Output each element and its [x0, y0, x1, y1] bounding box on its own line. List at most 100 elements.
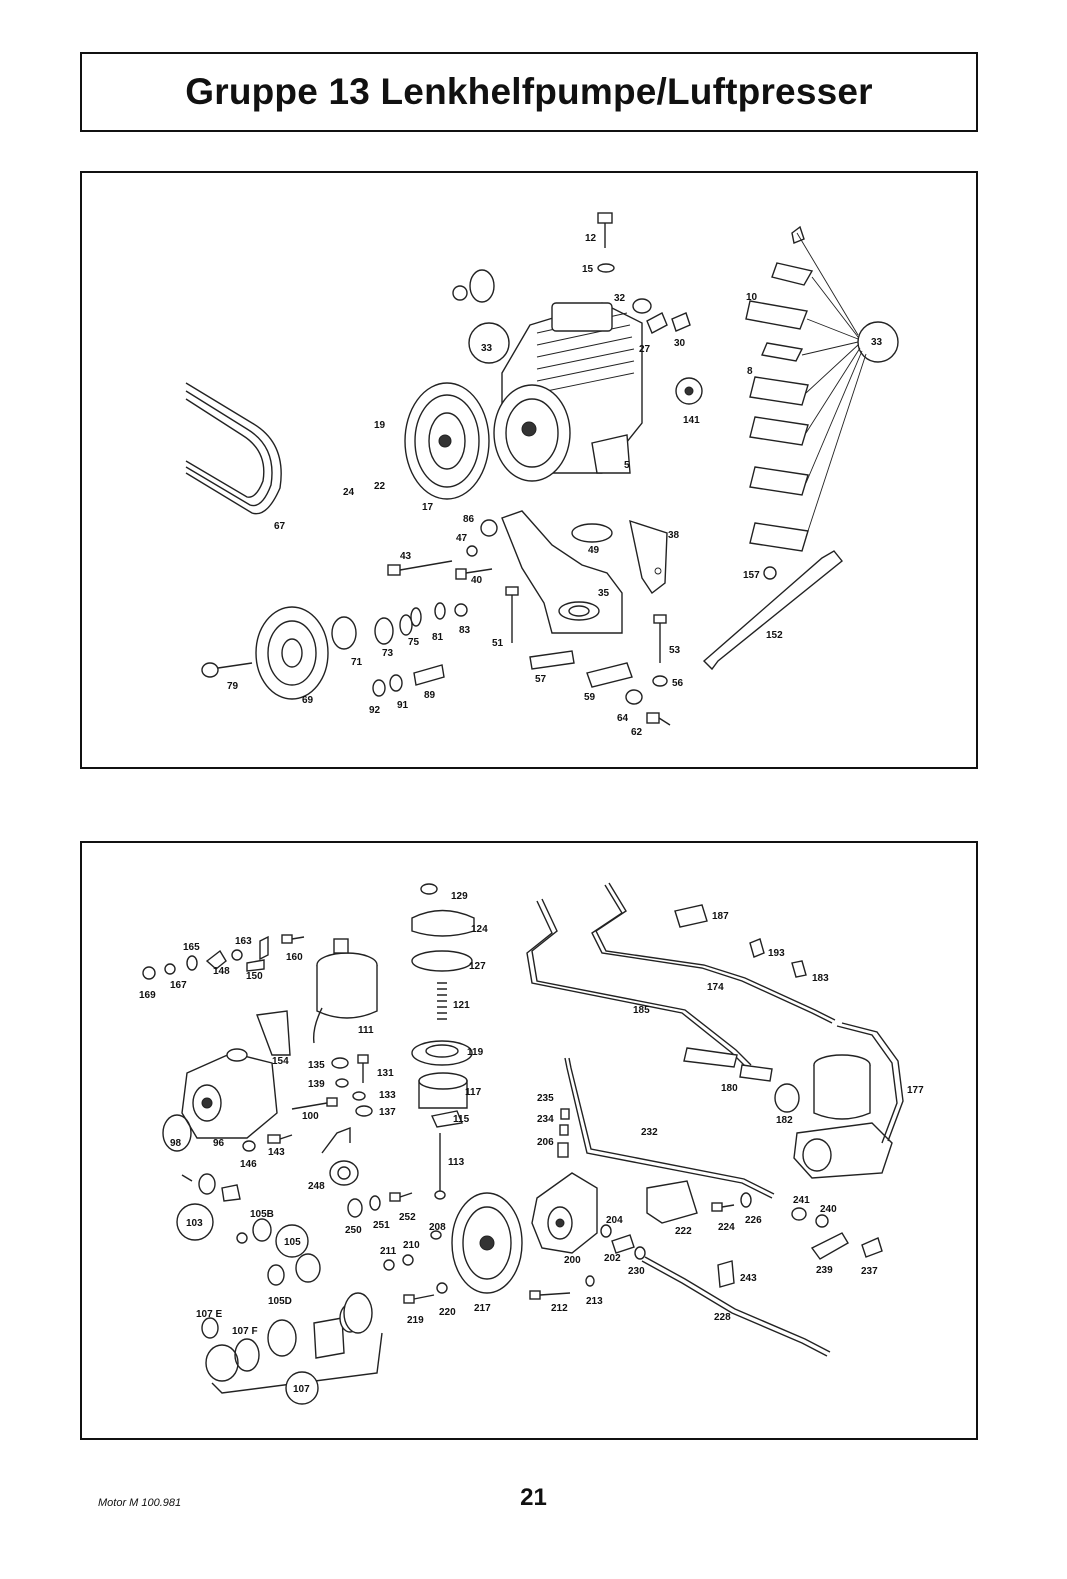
- nut-141-drawing: [675, 377, 703, 405]
- label-232: 232: [641, 1127, 658, 1138]
- label-24: 24: [343, 487, 355, 498]
- label-71: 71: [351, 657, 363, 668]
- label-33-left: 33: [481, 343, 493, 354]
- reservoir-cap-stack-drawing: [411, 883, 475, 1200]
- label-27: 27: [639, 344, 651, 355]
- label-208: 208: [429, 1222, 446, 1233]
- label-59: 59: [584, 692, 596, 703]
- label-167: 167: [170, 980, 187, 991]
- label-180: 180: [721, 1083, 738, 1094]
- label-133: 133: [379, 1090, 396, 1101]
- label-212: 212: [551, 1303, 568, 1314]
- washers-92-91-89-drawing: [372, 664, 445, 697]
- label-98: 98: [170, 1138, 182, 1149]
- label-81: 81: [432, 632, 444, 643]
- label-150: 150: [246, 971, 263, 982]
- label-40: 40: [471, 575, 483, 586]
- label-107F: 107 F: [232, 1326, 258, 1337]
- label-30: 30: [674, 338, 686, 349]
- label-103: 103: [186, 1218, 203, 1229]
- label-187: 187: [712, 911, 729, 922]
- label-64: 64: [617, 713, 629, 724]
- pulley-17-drawing: [404, 382, 490, 500]
- steering-pump-diagram-svg: 129 124 127 121 119 117 115 113 163 165 …: [139, 882, 924, 1405]
- sleeves-180-182-drawing: [683, 1047, 800, 1113]
- label-10: 10: [746, 292, 758, 303]
- label-169: 169: [139, 990, 156, 1001]
- label-67: 67: [274, 521, 286, 532]
- label-119: 119: [467, 1047, 484, 1058]
- label-137: 137: [379, 1107, 396, 1118]
- label-250: 250: [345, 1225, 362, 1236]
- label-226: 226: [745, 1215, 762, 1226]
- label-62: 62: [631, 727, 643, 738]
- label-251: 251: [373, 1220, 390, 1231]
- compressor-diagram-svg: 12 15 32 27 30 10 33 33 8 141 19 24 22 1…: [185, 212, 899, 738]
- label-15: 15: [582, 264, 594, 275]
- label-89: 89: [424, 690, 436, 701]
- footer-model: Motor M 100.981: [98, 1497, 182, 1509]
- label-234: 234: [537, 1114, 554, 1125]
- pump-96-drawing: [162, 1048, 278, 1152]
- rod-152-drawing: [702, 550, 843, 671]
- label-219: 219: [407, 1315, 424, 1326]
- label-12: 12: [585, 233, 597, 244]
- page-title-box: Gruppe 13 Lenkhelfpumpe/Luftpresser: [80, 52, 978, 132]
- label-146: 146: [240, 1159, 257, 1170]
- label-56: 56: [672, 678, 684, 689]
- label-174: 174: [707, 982, 724, 993]
- fittings-202-230-drawing: [600, 1224, 646, 1260]
- label-117: 117: [465, 1087, 482, 1098]
- label-96: 96: [213, 1138, 225, 1149]
- label-183: 183: [812, 973, 829, 984]
- label-182: 182: [776, 1115, 793, 1126]
- label-49: 49: [588, 545, 600, 556]
- label-165: 165: [183, 942, 200, 953]
- label-51: 51: [492, 638, 504, 649]
- label-224: 224: [718, 1222, 735, 1233]
- label-92: 92: [369, 705, 381, 716]
- label-131: 131: [377, 1068, 394, 1079]
- label-228: 228: [714, 1312, 731, 1323]
- bolts-135-143-drawing: [242, 1054, 373, 1152]
- label-220: 220: [439, 1307, 456, 1318]
- label-185: 185: [633, 1005, 650, 1016]
- hose-248-drawing: [321, 1126, 359, 1186]
- label-115: 115: [453, 1114, 470, 1125]
- label-105: 105: [284, 1237, 301, 1248]
- label-193: 193: [768, 948, 785, 959]
- parts-250-252-drawing: [347, 1192, 448, 1304]
- label-19: 19: [374, 420, 386, 431]
- label-217: 217: [474, 1303, 491, 1314]
- parts-237-243-drawing: [717, 1207, 883, 1288]
- label-206: 206: [537, 1137, 554, 1148]
- bracket-drawing: [466, 510, 668, 634]
- gasket-set-drawing: [745, 225, 899, 552]
- label-107E: 107 E: [196, 1309, 222, 1320]
- label-107: 107: [293, 1384, 310, 1395]
- label-160: 160: [286, 952, 303, 963]
- label-33-right: 33: [871, 337, 883, 348]
- reservoir-111-drawing: [312, 938, 378, 1044]
- pipe-232-drawing: [564, 1057, 775, 1199]
- label-204: 204: [606, 1215, 623, 1226]
- label-83: 83: [459, 625, 471, 636]
- label-111: 111: [358, 1025, 374, 1036]
- label-177: 177: [907, 1085, 924, 1096]
- label-105B: 105B: [250, 1209, 274, 1220]
- label-113: 113: [448, 1157, 465, 1168]
- parts-222-226-drawing: [646, 1180, 752, 1224]
- page-number: 21: [520, 1484, 547, 1511]
- label-148: 148: [213, 966, 230, 977]
- pulley-69-drawing: [255, 602, 468, 700]
- label-17: 17: [422, 502, 434, 513]
- label-163: 163: [235, 936, 252, 947]
- label-230: 230: [628, 1266, 645, 1277]
- clips-187-193-183-drawing: [674, 904, 807, 978]
- label-141: 141: [683, 415, 700, 426]
- label-127: 127: [469, 961, 486, 972]
- label-213: 213: [586, 1296, 603, 1307]
- label-139: 139: [308, 1079, 325, 1090]
- label-79: 79: [227, 681, 239, 692]
- v-belt-drawing: [185, 382, 282, 515]
